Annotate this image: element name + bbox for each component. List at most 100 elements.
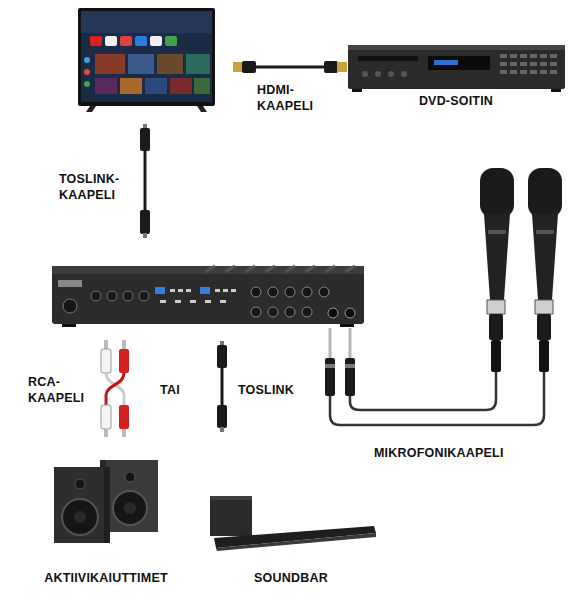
amplifier-illustration bbox=[251, 287, 261, 297]
rca-cable bbox=[122, 340, 126, 350]
cable-label: TOSLINK- KAAPELI bbox=[59, 171, 125, 203]
amplifier-illustration bbox=[285, 266, 295, 272]
dvd-player-illustration bbox=[428, 56, 490, 70]
xlr-connector bbox=[489, 314, 503, 340]
rca-cable bbox=[119, 405, 129, 429]
device-label: SOUNDBAR bbox=[254, 570, 328, 586]
soundbar-illustration bbox=[216, 533, 376, 551]
speaker-illustration bbox=[62, 499, 98, 535]
device-label: DVD-SOITIN bbox=[419, 93, 493, 109]
amplifier-illustration bbox=[231, 289, 236, 292]
amplifier-illustration bbox=[107, 291, 117, 301]
microphone-cable bbox=[325, 328, 544, 425]
device-label: AKTIIVIKAIUTTIMET bbox=[44, 570, 168, 586]
tv-illustration bbox=[120, 36, 132, 46]
dvd-player-illustration bbox=[540, 54, 547, 58]
cable-label: HDMI- KAAPELI bbox=[257, 82, 323, 114]
amplifier-illustration bbox=[340, 324, 354, 327]
dvd-player-illustration bbox=[540, 62, 547, 66]
amplifier-illustration bbox=[186, 289, 191, 292]
rca-cable bbox=[119, 349, 129, 373]
toslink-cable bbox=[143, 233, 147, 238]
amplifier-illustration bbox=[190, 300, 196, 303]
tv-illustration bbox=[95, 78, 117, 94]
tv-illustration bbox=[165, 36, 177, 46]
speaker-illustration bbox=[54, 460, 158, 543]
dvd-player-illustration bbox=[550, 54, 557, 58]
dvd-player-illustration bbox=[500, 54, 557, 74]
amplifier-illustration bbox=[345, 308, 355, 318]
dvd-player-illustration bbox=[500, 70, 507, 74]
device-box: DVD-SOITIN bbox=[338, 40, 574, 109]
tv-illustration bbox=[86, 106, 96, 112]
cable-label: MIKROFONIKAAPELI bbox=[374, 445, 534, 461]
amplifier-illustration bbox=[160, 289, 236, 303]
tv-illustration bbox=[81, 11, 212, 33]
microphone-illustration bbox=[488, 230, 506, 234]
amplifier-illustration bbox=[215, 289, 220, 292]
hdmi-cable bbox=[337, 62, 347, 72]
dvd-player-illustration bbox=[520, 62, 527, 66]
tv-illustration bbox=[197, 106, 207, 112]
tv-illustration bbox=[194, 78, 210, 94]
tv-illustration bbox=[78, 8, 215, 106]
dvd-player-illustration bbox=[510, 54, 517, 58]
toslink-cable bbox=[144, 150, 147, 212]
microphone-cable bbox=[330, 372, 544, 425]
dvd-player-illustration bbox=[401, 71, 407, 77]
rca-cable bbox=[122, 429, 126, 437]
dvd-player-illustration bbox=[520, 54, 527, 58]
tv-illustration bbox=[84, 69, 90, 75]
tv-illustration bbox=[84, 81, 90, 87]
toslink-cable bbox=[221, 367, 224, 406]
amplifier-illustration bbox=[155, 287, 165, 294]
dvd-player-illustration bbox=[362, 71, 368, 77]
amplifier-illustration bbox=[200, 287, 210, 294]
dvd-player-illustration bbox=[358, 56, 418, 61]
toslink-cable bbox=[217, 345, 227, 368]
soundbar-illustration bbox=[210, 496, 252, 500]
toslink-cable bbox=[217, 341, 227, 432]
amplifier-illustration bbox=[205, 266, 355, 272]
microphone-illustration bbox=[480, 168, 562, 300]
amplifier-illustration bbox=[52, 266, 364, 324]
amplifier-illustration bbox=[328, 308, 338, 318]
hdmi-cable bbox=[254, 66, 326, 69]
rca-cable bbox=[106, 373, 124, 405]
dvd-player-illustration bbox=[510, 70, 517, 74]
toslink-cable bbox=[220, 427, 224, 432]
amplifier-illustration bbox=[302, 287, 312, 297]
dvd-player-illustration bbox=[500, 54, 507, 58]
amplifier-illustration bbox=[123, 291, 133, 301]
tv-illustration bbox=[186, 54, 210, 74]
cable-label: TOSLINK bbox=[238, 382, 318, 398]
dvd-player-illustration bbox=[530, 62, 537, 66]
tv-illustration bbox=[81, 11, 212, 102]
dvd-player-illustration bbox=[551, 89, 561, 92]
amplifier-illustration bbox=[62, 324, 76, 327]
dvd-player-illustration bbox=[348, 45, 565, 89]
xlr-connector bbox=[535, 300, 553, 314]
dvd-player-illustration bbox=[375, 71, 381, 77]
speaker-illustration bbox=[74, 511, 86, 523]
amplifier-illustration bbox=[302, 307, 312, 317]
toslink-cable bbox=[140, 128, 150, 151]
amplifier-illustration bbox=[268, 307, 278, 317]
tv-illustration bbox=[128, 54, 154, 74]
dvd-player-illustration bbox=[388, 71, 394, 77]
amplifier-illustration bbox=[305, 266, 315, 272]
microphone-cable bbox=[349, 328, 352, 358]
dvd-player-illustration bbox=[520, 70, 527, 74]
dvd-player-illustration bbox=[530, 70, 537, 74]
amplifier-illustration bbox=[220, 300, 226, 303]
tv-illustration bbox=[95, 54, 125, 74]
rca-cable bbox=[101, 340, 129, 437]
amplifier-illustration bbox=[178, 289, 183, 292]
amplifier-illustration bbox=[319, 287, 329, 297]
microphone-illustration bbox=[532, 214, 558, 300]
amplifier-illustration bbox=[160, 300, 166, 303]
speaker-illustration bbox=[124, 502, 136, 514]
hdmi-cable bbox=[242, 61, 256, 73]
amplifier-illustration bbox=[91, 291, 149, 301]
